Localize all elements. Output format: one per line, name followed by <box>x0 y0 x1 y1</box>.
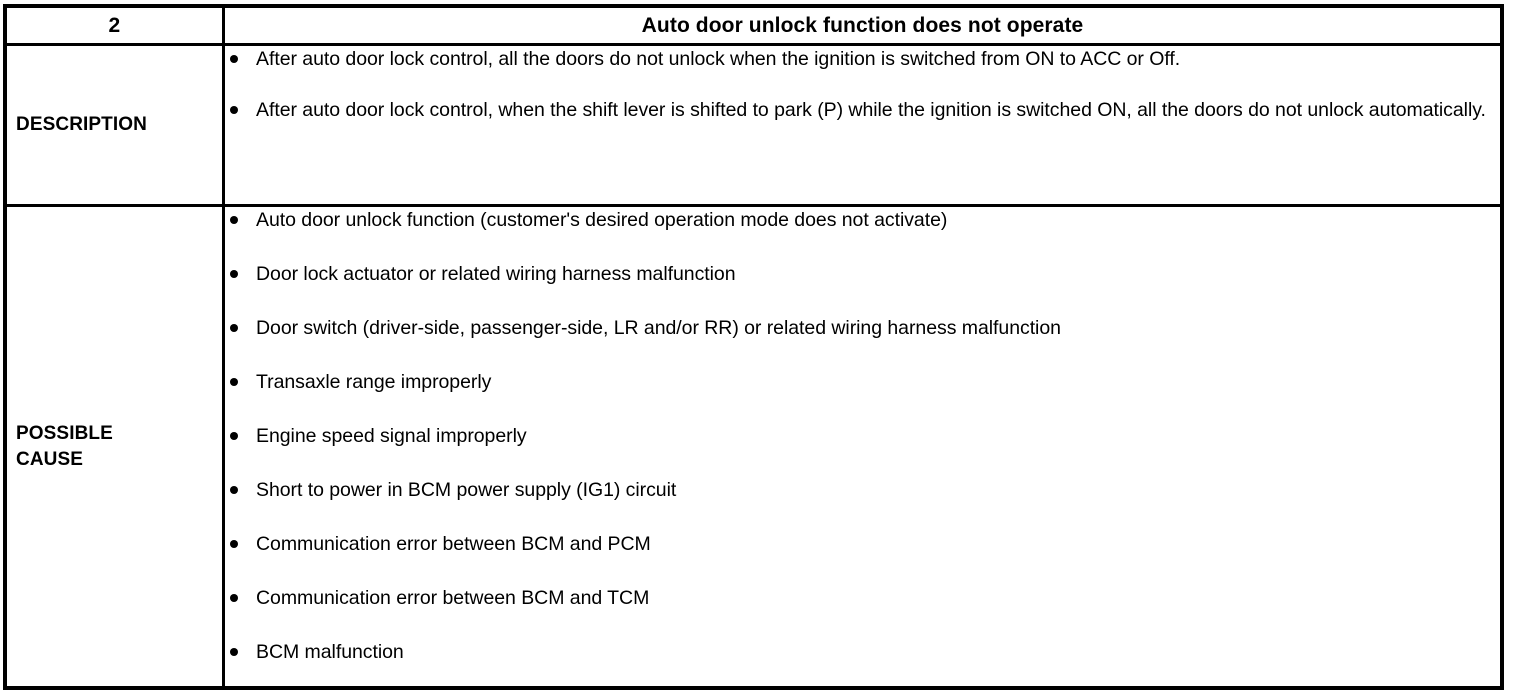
description-label: DESCRIPTION <box>16 114 147 135</box>
bullet-dot-icon <box>230 432 238 440</box>
symptom-number: 2 <box>108 13 121 37</box>
list-item: After auto door lock control, all the do… <box>225 46 1500 72</box>
possible-cause-label: POSSIBLE CAUSE <box>16 422 113 470</box>
symptom-title: Auto door unlock function does not opera… <box>641 13 1084 37</box>
bullet-dot-icon <box>230 55 238 63</box>
list-item: Communication error between BCM and PCM <box>225 531 1500 557</box>
description-row: DESCRIPTION After auto door lock control… <box>7 46 1500 207</box>
description-bullet-text: After auto door lock control, when the s… <box>256 99 1486 121</box>
possible-cause-row: POSSIBLE CAUSE Auto door unlock function… <box>7 207 1500 686</box>
symptom-diagnostic-table: 2 Auto door unlock function does not ope… <box>3 4 1504 690</box>
list-item: Door lock actuator or related wiring har… <box>225 261 1500 287</box>
list-item: After auto door lock control, when the s… <box>225 97 1500 123</box>
list-item: Transaxle range improperly <box>225 369 1500 395</box>
possible-cause-bullet-text: Communication error between BCM and PCM <box>256 533 651 555</box>
possible-cause-content-cell: Auto door unlock function (customer's de… <box>225 207 1500 686</box>
bullet-dot-icon <box>230 324 238 332</box>
description-bullet-list: After auto door lock control, all the do… <box>225 46 1500 123</box>
bullet-dot-icon <box>230 106 238 114</box>
table-header-row: 2 Auto door unlock function does not ope… <box>7 8 1500 46</box>
bullet-dot-icon <box>230 216 238 224</box>
possible-cause-bullet-text: Short to power in BCM power supply (IG1)… <box>256 479 677 501</box>
list-item: Door switch (driver-side, passenger-side… <box>225 315 1500 341</box>
possible-cause-bullet-text: Door lock actuator or related wiring har… <box>256 263 736 285</box>
possible-cause-bullet-text: Door switch (driver-side, passenger-side… <box>256 317 1061 339</box>
list-item: Engine speed signal improperly <box>225 423 1500 449</box>
symptom-number-cell: 2 <box>7 8 225 43</box>
bullet-dot-icon <box>230 486 238 494</box>
possible-cause-bullet-text: Engine speed signal improperly <box>256 425 527 447</box>
possible-cause-label-cell: POSSIBLE CAUSE <box>7 207 225 686</box>
list-item: BCM malfunction <box>225 639 1500 665</box>
possible-cause-bullet-list: Auto door unlock function (customer's de… <box>225 207 1500 665</box>
bullet-dot-icon <box>230 540 238 548</box>
bullet-dot-icon <box>230 378 238 386</box>
list-item: Short to power in BCM power supply (IG1)… <box>225 477 1500 503</box>
description-bullet-text: After auto door lock control, all the do… <box>256 48 1181 70</box>
possible-cause-bullet-text: BCM malfunction <box>256 641 404 663</box>
bullet-dot-icon <box>230 594 238 602</box>
possible-cause-bullet-text: Communication error between BCM and TCM <box>256 587 650 609</box>
list-item: Communication error between BCM and TCM <box>225 585 1500 611</box>
possible-cause-bullet-text: Auto door unlock function (customer's de… <box>256 209 948 231</box>
bullet-dot-icon <box>230 270 238 278</box>
symptom-title-cell: Auto door unlock function does not opera… <box>225 8 1500 43</box>
list-item: Auto door unlock function (customer's de… <box>225 207 1500 233</box>
bullet-dot-icon <box>230 648 238 656</box>
possible-cause-bullet-text: Transaxle range improperly <box>256 371 492 393</box>
description-content-cell: After auto door lock control, all the do… <box>225 46 1500 204</box>
description-label-cell: DESCRIPTION <box>7 46 225 204</box>
